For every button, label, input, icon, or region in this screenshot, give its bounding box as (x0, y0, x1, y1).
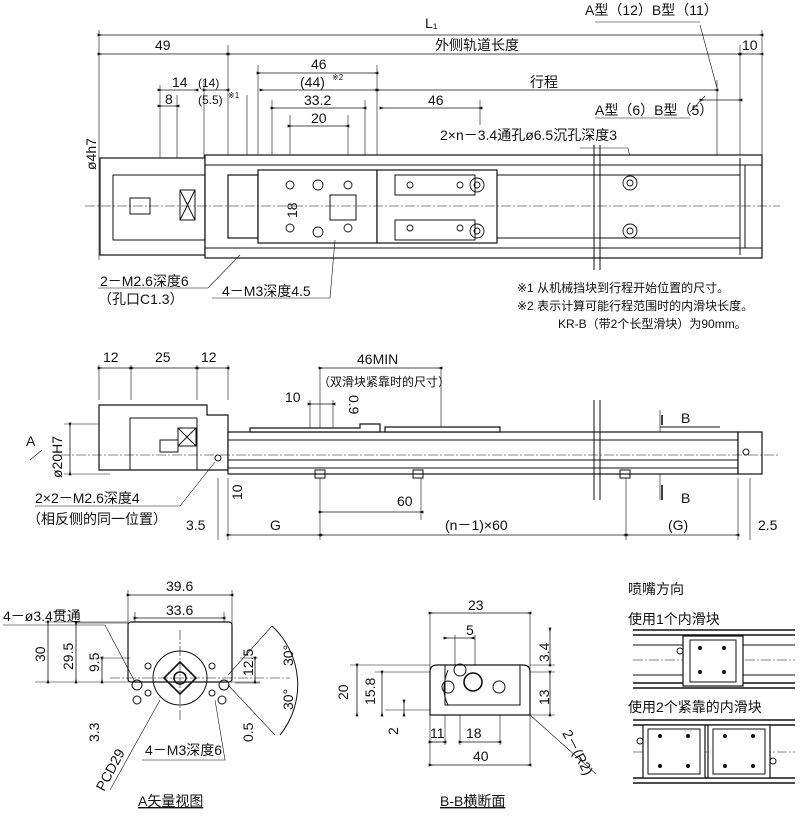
dim-2-5: 2.5 (758, 517, 778, 533)
dim-10-side: 10 (229, 484, 245, 500)
dim-0-9: 0.9 (346, 395, 362, 415)
note-2-mark: ※2 (332, 73, 344, 82)
tap-note-1: 2－M2.6深度6 (100, 273, 189, 289)
angle-top: 30° (280, 645, 296, 666)
nozzle-title: 喷嘴方向 (628, 581, 684, 597)
double-slider-diagram (633, 719, 795, 784)
dim-18: 18 (284, 202, 300, 218)
view-a (3, 590, 299, 791)
dim-12a: 12 (103, 349, 119, 365)
dim-g: G (270, 517, 281, 533)
nozzle-single: 使用1个内滑块 (628, 611, 720, 627)
dim-12b: 12 (201, 349, 217, 365)
shaft-diameter: ø4h7 (83, 138, 99, 170)
dim-3-3: 3.3 (86, 722, 102, 742)
view-a-marker: A (26, 433, 36, 449)
dim-20: 20 (311, 110, 327, 126)
footnotes: ※1 从机械挡块到行程开始位置的尺寸。 ※2 表示计算可能行程范围时的内滑块长度… (517, 280, 753, 331)
view-a-labels: 39.6 33.6 4－ø3.4贯通 30 29.5 9.5 12.5 30° … (3, 578, 296, 809)
dim-11: 11 (430, 725, 445, 741)
section-b-top: B (681, 410, 690, 426)
view-a-title: A矢量视图 (138, 793, 203, 809)
dim-33-6: 33.6 (166, 602, 193, 618)
type-note-top: A型（12）B型（11） (585, 2, 718, 18)
top-view-labels: A型（12）B型（11） L₁ 49 外侧轨道长度 10 46 (44) ※2 … (83, 2, 758, 307)
dim-14: 14 (172, 74, 188, 90)
outer-rail-length: 外侧轨道长度 (435, 37, 519, 53)
dim-30: 30 (32, 646, 48, 662)
dim-14-paren: (14) (198, 76, 219, 90)
dim-44: (44) (300, 74, 325, 90)
type-note-mid: A型（6）B型（5） (595, 102, 713, 118)
dim-5-5: (5.5) (198, 93, 223, 107)
side-view (29, 365, 780, 540)
angle-bottom: 30° (280, 689, 296, 710)
dim-25: 25 (155, 349, 171, 365)
tap-note-1b: （孔口C1.3） (98, 291, 184, 307)
dim-46-right: 46 (428, 92, 444, 108)
hole-note: 2×n－3.4通孔ø6.5沉孔深度3 (440, 127, 617, 143)
dim-5: 5 (466, 622, 474, 638)
note-1-mark: ※1 (228, 91, 240, 100)
pcd-label: PCD29 (93, 746, 128, 794)
bore-diameter: ø20H7 (49, 436, 65, 478)
single-slider-diagram (633, 629, 795, 689)
dim-18: 18 (466, 725, 482, 741)
tap-note-b: （相反侧的同一位置） (27, 511, 167, 527)
tap-note-2: 4－M3深度4.5 (222, 283, 311, 299)
dim-46: 46 (311, 56, 327, 72)
side-view-labels: 12 25 12 46MIN （双滑块紧靠时的尺寸） 10 0.9 A ø20H… (26, 349, 778, 533)
section-bb (350, 611, 597, 775)
dim-39-6: 39.6 (166, 578, 193, 594)
dim-23: 23 (468, 597, 484, 613)
nozzle-direction: 喷嘴方向 使用1个内滑块 使用2个紧靠的内滑块 (628, 581, 795, 784)
through-hole-note: 4－ø3.4贯通 (3, 608, 81, 624)
dim-g-paren: (G) (668, 517, 688, 533)
tap-note: 4－M3深度6 (145, 742, 222, 758)
dim-0-5: 0.5 (240, 722, 256, 742)
section-bb-title: B-B横断面 (440, 793, 505, 809)
dim-9-5: 9.5 (86, 652, 102, 672)
radius-note: 2－(R2) (559, 727, 596, 778)
dim-46min-note: （双滑块紧靠时的尺寸） (318, 374, 450, 389)
dim-46min: 46MIN (357, 351, 398, 367)
dim-8: 8 (165, 91, 173, 107)
dim-10-top: 10 (285, 389, 301, 405)
dim-13: 13 (536, 689, 552, 705)
top-view (85, 21, 780, 270)
dim-33-2: 33.2 (304, 92, 331, 108)
dim-2: 2 (385, 727, 401, 735)
nozzle-double: 使用2个紧靠的内滑块 (628, 699, 762, 715)
dim-20: 20 (335, 684, 351, 700)
dim-10: 10 (742, 37, 758, 53)
dim-12-5: 12.5 (240, 649, 256, 676)
dim-pitch: (n－1)×60 (445, 517, 508, 533)
note-2: ※2 表示计算可能行程范围时的内滑块长度。 (517, 298, 753, 313)
section-b-bottom: B (681, 490, 690, 506)
note-1: ※1 从机械挡块到行程开始位置的尺寸。 (517, 280, 729, 295)
dim-40: 40 (473, 748, 489, 764)
dim-3-4: 3.4 (536, 642, 552, 662)
dim-49: 49 (155, 37, 171, 53)
dim-l1: L₁ (425, 15, 438, 31)
note-2b: KR-B（带2个长型滑块）为90mm。 (558, 317, 747, 331)
dim-29-5: 29.5 (60, 643, 76, 670)
dim-3-5: 3.5 (186, 517, 206, 533)
tap-note: 2×2－M2.6深度4 (35, 490, 140, 506)
dim-60: 60 (397, 493, 413, 509)
dim-15-8: 15.8 (362, 678, 378, 705)
stroke-label: 行程 (530, 74, 558, 90)
